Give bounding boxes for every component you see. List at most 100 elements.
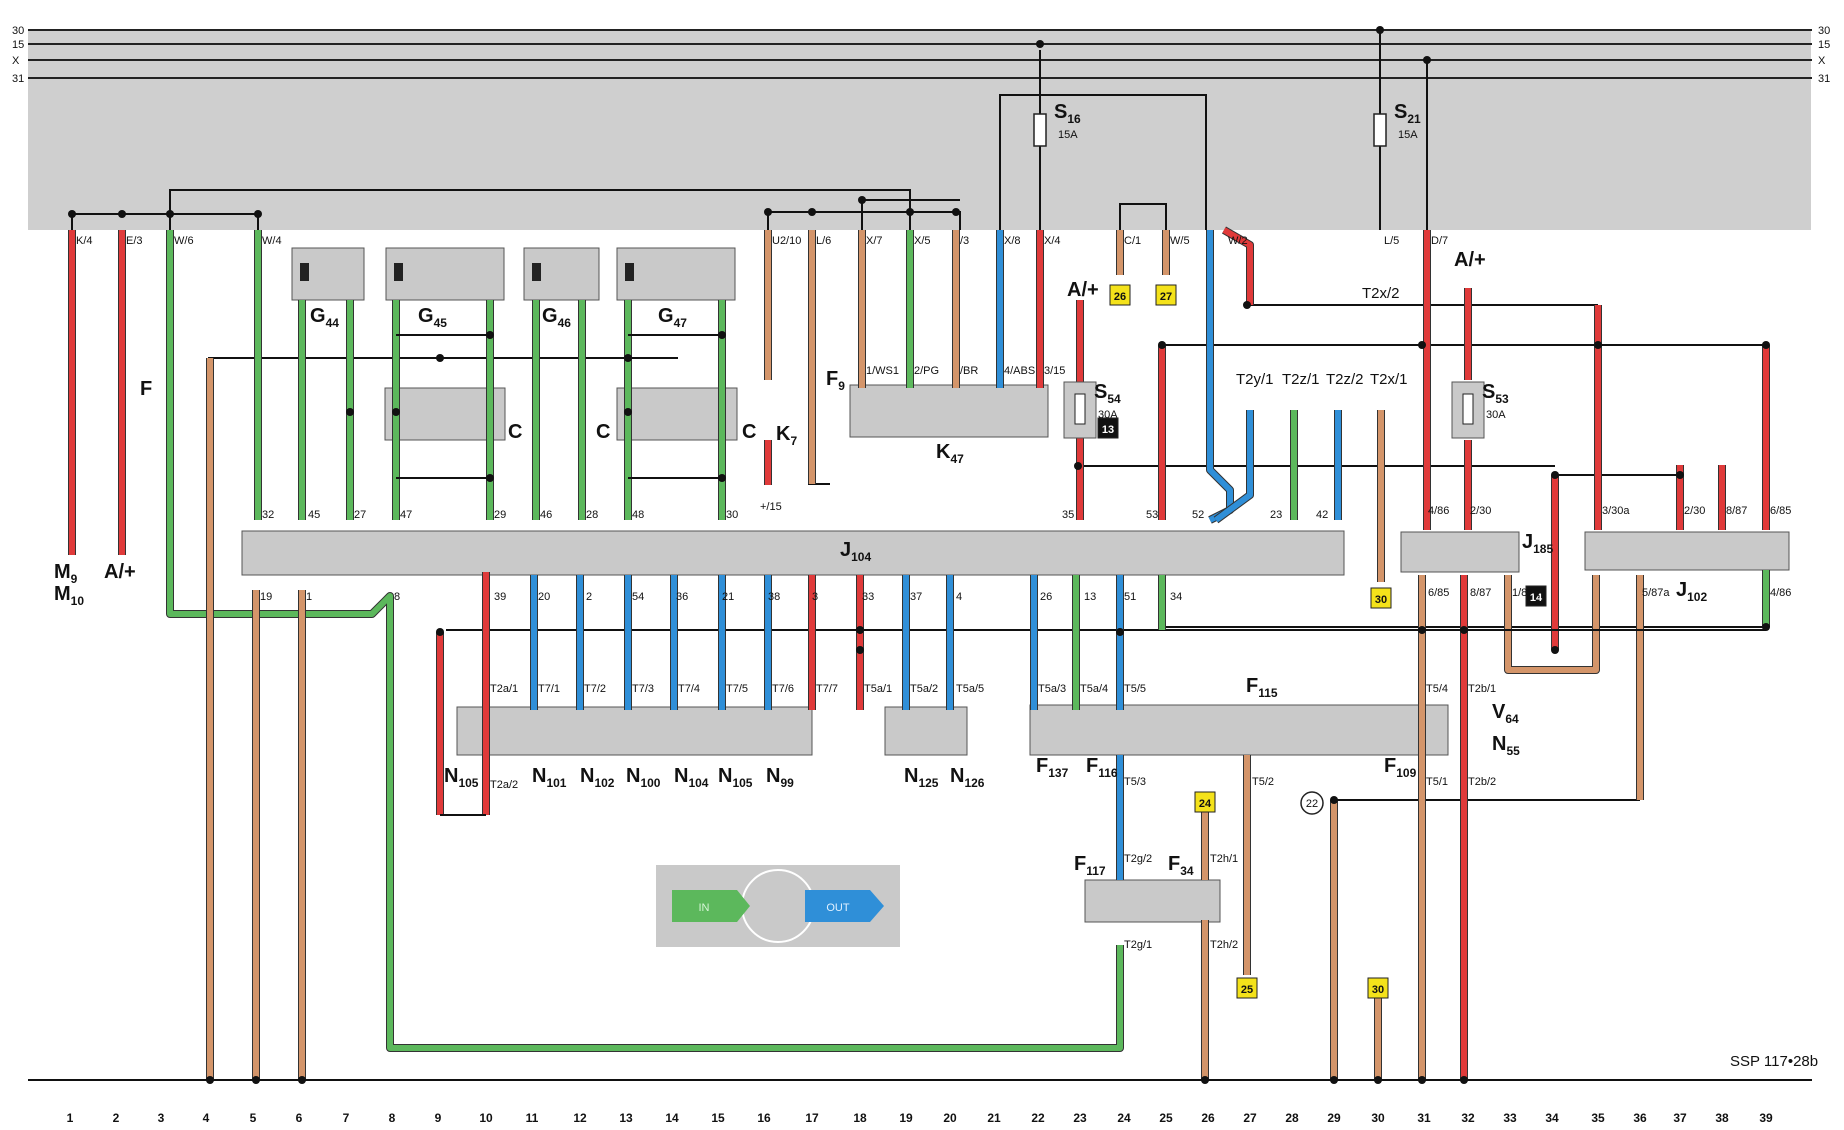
- ref-box-13: [1097, 417, 1119, 439]
- j104-bottom-pin-10: 3: [812, 591, 818, 603]
- junction-dot-26: [1330, 1076, 1338, 1084]
- j102-pin-4: 5/87a: [1642, 587, 1670, 599]
- sensor-label-G45: G45: [418, 305, 447, 330]
- a-plus-right: A/+: [1454, 249, 1486, 271]
- column-number-13: 13: [619, 1111, 633, 1125]
- switch-block: [1029, 704, 1449, 756]
- j104-top-pin-46: 46: [540, 509, 552, 521]
- j102-pin-3: 6/85: [1770, 505, 1791, 517]
- j102-pin-2: 8/87: [1726, 505, 1747, 517]
- junction-dot-3: [254, 210, 262, 218]
- lower-connector-2: T5/2: [1252, 776, 1274, 788]
- column-number-26: 26: [1201, 1111, 1215, 1125]
- ref-box-30: [1367, 977, 1389, 999]
- column-number-25: 25: [1159, 1111, 1173, 1125]
- column-number-30: 30: [1371, 1111, 1385, 1125]
- junction-dot-16: [1074, 462, 1082, 470]
- ref-box-label-13: 13: [1102, 424, 1114, 436]
- j185-pin-1: 2/30: [1470, 505, 1491, 517]
- component-j102: J102: [1676, 579, 1707, 604]
- component-v64: V64: [1492, 701, 1519, 726]
- t2x2-label: T2x/2: [1362, 285, 1400, 302]
- k47-pin-4: 3/15: [1044, 365, 1065, 377]
- valve-label-5: N105: [718, 765, 753, 790]
- bus-lines: [28, 29, 1812, 79]
- valve-connector-6: T7/6: [772, 683, 794, 695]
- fuse-S21: [1373, 113, 1387, 147]
- valve-connector-3: T7/3: [632, 683, 654, 695]
- junction-dot-43: [1116, 628, 1124, 636]
- wire-code-12: W/5: [1170, 235, 1190, 247]
- wire-code-10: X/4: [1044, 235, 1061, 247]
- junction-dot-14: [1594, 341, 1602, 349]
- top-bus-panel: [28, 30, 1811, 230]
- j104-top-pin-53: 53: [1146, 509, 1158, 521]
- component-f: F: [140, 378, 152, 400]
- wire-w2-blue: [1207, 230, 1233, 523]
- column-number-6: 6: [296, 1111, 303, 1125]
- k47-box: [849, 384, 1049, 438]
- column-number-33: 33: [1503, 1111, 1517, 1125]
- valve-label-1: N101: [532, 765, 567, 790]
- wire-87a-loop: [1505, 575, 1599, 673]
- lower-connector-1: T5/3: [1124, 776, 1146, 788]
- column-number-14: 14: [665, 1111, 679, 1125]
- component-f116: F116: [1086, 755, 1118, 780]
- ref-box-label-26: 26: [1114, 291, 1126, 303]
- junction-dot-7: [906, 208, 914, 216]
- valve-connector-4: T7/4: [678, 683, 700, 695]
- junction-dot-30: [1330, 796, 1338, 804]
- bus-label-left: X: [12, 55, 20, 67]
- lower-connector-4: T2b/2: [1468, 776, 1496, 788]
- junction-dot-34: [346, 408, 354, 416]
- junction-dot-35: [486, 331, 494, 339]
- j104-bottom-pin-4: 20: [538, 591, 550, 603]
- j104-top-pin-27: 27: [354, 509, 366, 521]
- column-number-27: 27: [1243, 1111, 1257, 1125]
- j104-top-pin-30: 30: [726, 509, 738, 521]
- k47-pin-0: 1/WS1: [866, 365, 899, 377]
- valve-connector-1: T7/1: [538, 683, 560, 695]
- valve-label-6: N99: [766, 765, 794, 790]
- wire-code-14: L/5: [1384, 235, 1399, 247]
- component-k7: K7: [776, 423, 797, 448]
- column-number-11: 11: [526, 1111, 539, 1125]
- k4-e3-link: [71, 213, 259, 230]
- ref-box-label-14: 14: [1530, 592, 1543, 604]
- junction-dot-39: [624, 354, 632, 362]
- component-j185: J185: [1522, 531, 1553, 556]
- junction-dot-6: [858, 196, 866, 204]
- j104-bottom-pin-8: 21: [722, 591, 734, 603]
- ref-box-24: [1194, 791, 1216, 813]
- circle-ref-label: 22: [1306, 798, 1318, 810]
- sensor-g46: [523, 247, 600, 301]
- junction-dot-5: [808, 208, 816, 216]
- fuse-rating-S53: 30A: [1486, 409, 1506, 421]
- component-m10: M10: [54, 583, 84, 608]
- valve-connector-12: T5a/4: [1080, 683, 1108, 695]
- wire-code-0: K/4: [76, 235, 93, 247]
- valve-label-4: N104: [674, 765, 709, 790]
- k47-pin-3: 4/ABS: [1004, 365, 1035, 377]
- j102-pin-1: 2/30: [1684, 505, 1705, 517]
- j104-top-pin-47: 47: [400, 509, 412, 521]
- valve-label-8: N126: [950, 765, 985, 790]
- j185-pin-2: 6/85: [1428, 587, 1449, 599]
- valve-connector-2: T7/2: [584, 683, 606, 695]
- j104-top-pin-35: 35: [1062, 509, 1074, 521]
- sensor-label-G47: G47: [658, 305, 687, 330]
- wire-code-15: D/7: [1431, 235, 1448, 247]
- wire-code-8: /3: [960, 235, 969, 247]
- fuse-rating-S21: 15A: [1398, 129, 1418, 141]
- j104-bottom-pin-11: 33: [862, 591, 874, 603]
- column-number-2: 2: [113, 1111, 120, 1125]
- valve-label-2: N102: [580, 765, 615, 790]
- column-number-9: 9: [435, 1111, 442, 1125]
- footer-code: SSP 117•28b: [1730, 1053, 1818, 1070]
- component-f117: F117: [1074, 853, 1106, 878]
- sensor-label-G44: G44: [310, 305, 339, 330]
- j104-bottom-pin-7: 36: [676, 591, 688, 603]
- j104-bottom-pin-9: 38: [768, 591, 780, 603]
- j185-pin-3: 8/87: [1470, 587, 1491, 599]
